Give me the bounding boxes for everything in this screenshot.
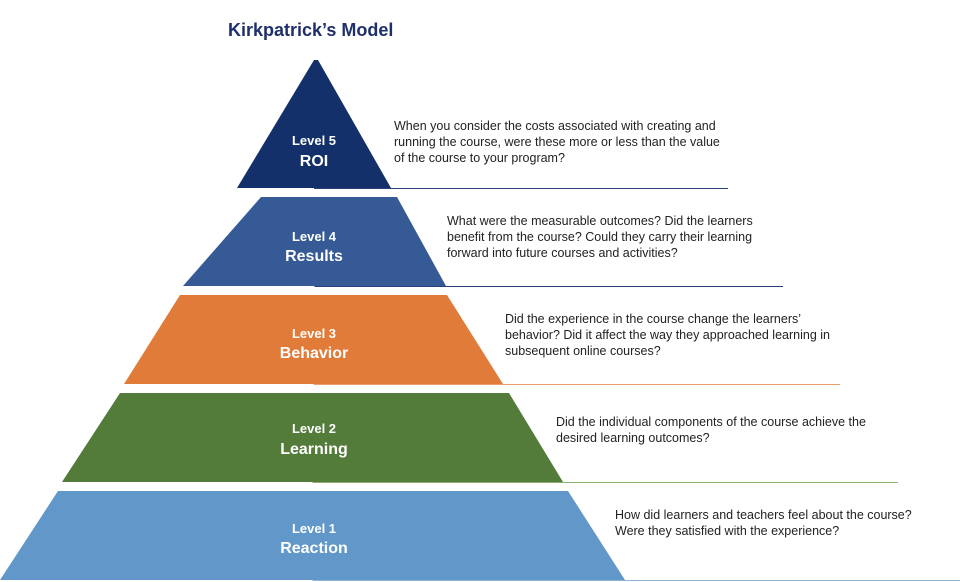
level-number-behavior: Level 3 [292,326,336,341]
level-number-learning: Level 2 [292,421,336,436]
level-number-roi: Level 5 [292,133,336,148]
description-learning: Did the individual components of the cou… [556,415,866,445]
level-name-learning: Learning [280,441,348,458]
tier-shape-reaction [0,491,625,580]
description-behavior: Did the experience in the course change … [505,312,830,358]
pyramid-tier-roi: Level 5 ROI [237,60,728,189]
description-results: What were the measurable outcomes? Did t… [447,214,753,260]
tier-shape-results [183,197,446,286]
level-name-reaction: Reaction [280,540,348,557]
diagram-title: Kirkpatrick’s Model [228,20,394,40]
pyramid-tier-learning: Level 2 Learning [62,393,898,483]
pyramid-tier-behavior: Level 3 Behavior [124,295,840,385]
tier-shape-roi [237,60,391,188]
level-name-roi: ROI [300,153,328,170]
tier-shape-behavior [124,295,503,384]
level-name-behavior: Behavior [280,345,348,362]
level-number-results: Level 4 [292,229,337,244]
description-roi: When you consider the costs associated w… [394,119,720,165]
level-number-reaction: Level 1 [292,521,336,536]
pyramid-tier-results: Level 4 Results [183,197,783,287]
description-reaction: How did learners and teachers feel about… [615,508,912,538]
level-name-results: Results [285,248,343,265]
tier-shape-learning [62,393,563,482]
pyramid-tier-reaction: Level 1 Reaction [0,491,960,581]
